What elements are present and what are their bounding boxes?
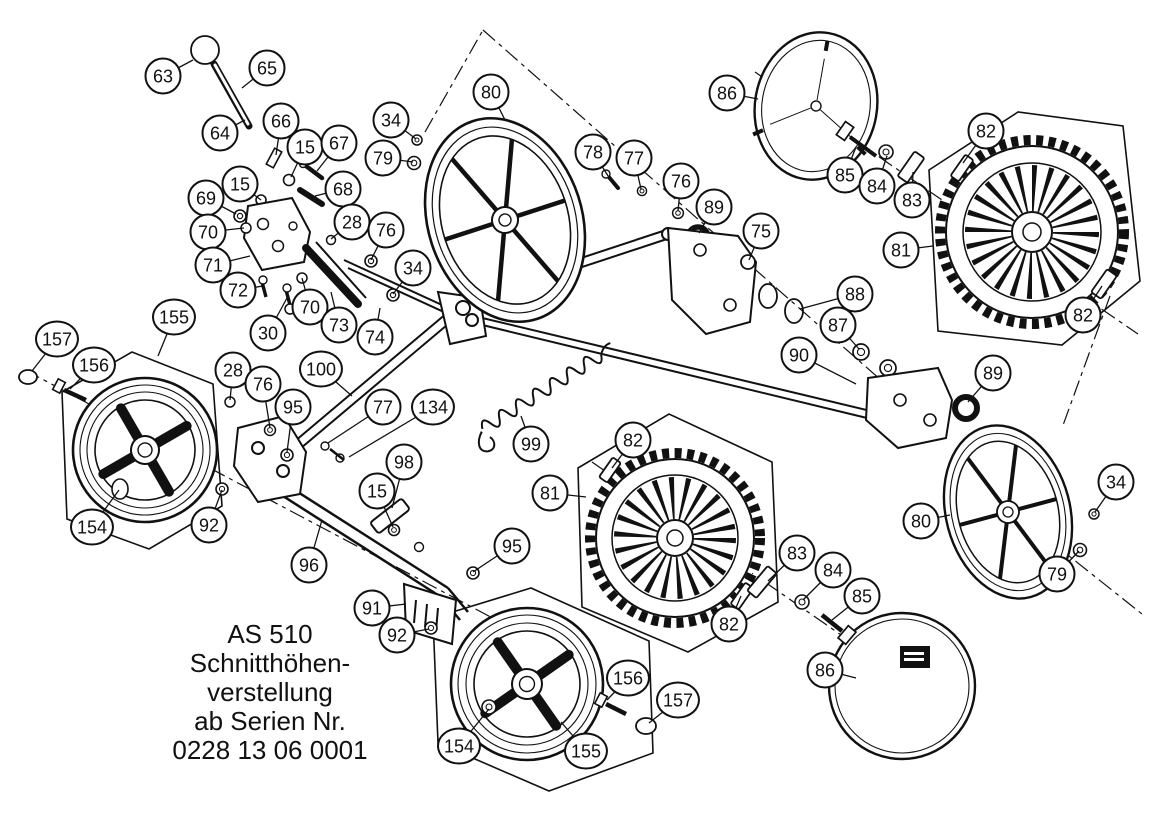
height-adjust-bracket — [232, 414, 458, 646]
callout-15: 15 — [221, 165, 259, 203]
callout-83: 83 — [778, 534, 816, 572]
callout-82: 82 — [614, 421, 652, 459]
callout-85: 85 — [826, 156, 864, 194]
callout-96: 96 — [290, 546, 328, 584]
frame-linkage — [246, 227, 906, 621]
callout-91: 91 — [353, 589, 391, 627]
topright-wheel-outline — [928, 111, 1141, 346]
callout-80: 80 — [902, 502, 940, 540]
callout-15: 15 — [358, 472, 396, 510]
title-line-0: AS 510 — [227, 619, 313, 649]
callout-82: 82 — [1064, 296, 1102, 334]
bottom-knobby-wheel-outline — [577, 413, 779, 653]
callout-34: 34 — [394, 249, 432, 287]
callout-76: 76 — [244, 365, 282, 403]
callout-155: 155 — [563, 732, 609, 770]
callout-89: 89 — [695, 188, 733, 226]
callout-68: 68 — [324, 170, 362, 208]
bearing-rear — [952, 394, 980, 422]
callout-134: 134 — [410, 388, 456, 426]
callout-79: 79 — [1038, 555, 1076, 593]
callout-86: 86 — [708, 74, 746, 112]
callout-15: 15 — [286, 128, 324, 166]
callout-67: 67 — [320, 124, 358, 162]
wheel-spoked-top — [423, 116, 587, 324]
hub-cap-left — [18, 369, 38, 385]
callout-95: 95 — [493, 527, 531, 565]
handle-knob — [190, 35, 220, 65]
title-line-4: 0228 13 06 0001 — [172, 735, 368, 765]
callout-82: 82 — [967, 112, 1005, 150]
callout-88: 88 — [836, 275, 874, 313]
brand-label — [900, 646, 930, 668]
callout-34: 34 — [372, 101, 410, 139]
callout-28: 28 — [333, 203, 371, 241]
callout-154: 154 — [69, 508, 115, 546]
wheel-cover-bottomright — [827, 611, 977, 761]
callout-157: 157 — [34, 320, 80, 358]
callout-78: 78 — [574, 133, 612, 171]
callout-157: 157 — [655, 681, 701, 719]
callout-154: 154 — [436, 727, 482, 765]
callout-34: 34 — [1097, 463, 1135, 501]
callout-86: 86 — [806, 651, 844, 689]
callout-71: 71 — [194, 246, 232, 284]
callout-92: 92 — [190, 506, 228, 544]
callout-70: 70 — [291, 288, 329, 326]
callout-63: 63 — [144, 57, 182, 95]
callout-92: 92 — [378, 616, 416, 654]
callout-85: 85 — [843, 577, 881, 615]
wheel-knobby-bottom — [585, 448, 765, 628]
callout-82: 82 — [710, 605, 748, 643]
callout-99: 99 — [512, 425, 550, 463]
callout-64: 64 — [201, 114, 239, 152]
callout-100: 100 — [298, 350, 344, 388]
callout-72: 72 — [219, 271, 257, 309]
callout-79: 79 — [364, 139, 402, 177]
callout-84: 84 — [858, 167, 896, 205]
callout-76: 76 — [662, 162, 700, 200]
wheel-cover-topright — [752, 31, 879, 181]
callout-74: 74 — [356, 318, 394, 356]
tension-spring — [477, 342, 611, 453]
callout-80: 80 — [472, 73, 510, 111]
callout-98: 98 — [385, 443, 423, 481]
callout-30: 30 — [249, 314, 287, 352]
title-line-2: verstellung — [207, 677, 333, 707]
callout-81: 81 — [531, 474, 569, 512]
callout-75: 75 — [742, 212, 780, 250]
handle-assembly — [190, 35, 400, 315]
callout-84: 84 — [814, 551, 852, 589]
callout-155: 155 — [151, 298, 197, 336]
pivot-plate — [242, 196, 312, 272]
callout-156: 156 — [71, 346, 117, 384]
callout-70: 70 — [189, 213, 227, 251]
callout-87: 87 — [819, 306, 857, 344]
callout-81: 81 — [882, 231, 920, 269]
callout-83: 83 — [893, 181, 931, 219]
title-line-1: Schnitthöhen- — [189, 648, 351, 678]
callout-156: 156 — [605, 659, 651, 697]
callout-73: 73 — [320, 306, 358, 344]
callout-95: 95 — [274, 388, 312, 426]
callout-65: 65 — [248, 49, 286, 87]
wheel-knobby-topright — [935, 135, 1129, 329]
lever-arm — [302, 244, 362, 308]
callout-77: 77 — [364, 388, 402, 426]
left-wheel-outline — [61, 351, 223, 550]
callout-77: 77 — [615, 139, 653, 177]
callout-90: 90 — [780, 336, 818, 374]
title-line-3: ab Serien Nr. — [194, 706, 346, 736]
wheel-mag-left — [71, 376, 219, 524]
callout-76: 76 — [367, 211, 405, 249]
slide-bracket — [402, 582, 458, 646]
callout-69: 69 — [187, 179, 225, 217]
callout-89: 89 — [974, 354, 1012, 392]
wheel-spoked-right — [942, 424, 1074, 600]
rear-bracket — [864, 366, 954, 450]
